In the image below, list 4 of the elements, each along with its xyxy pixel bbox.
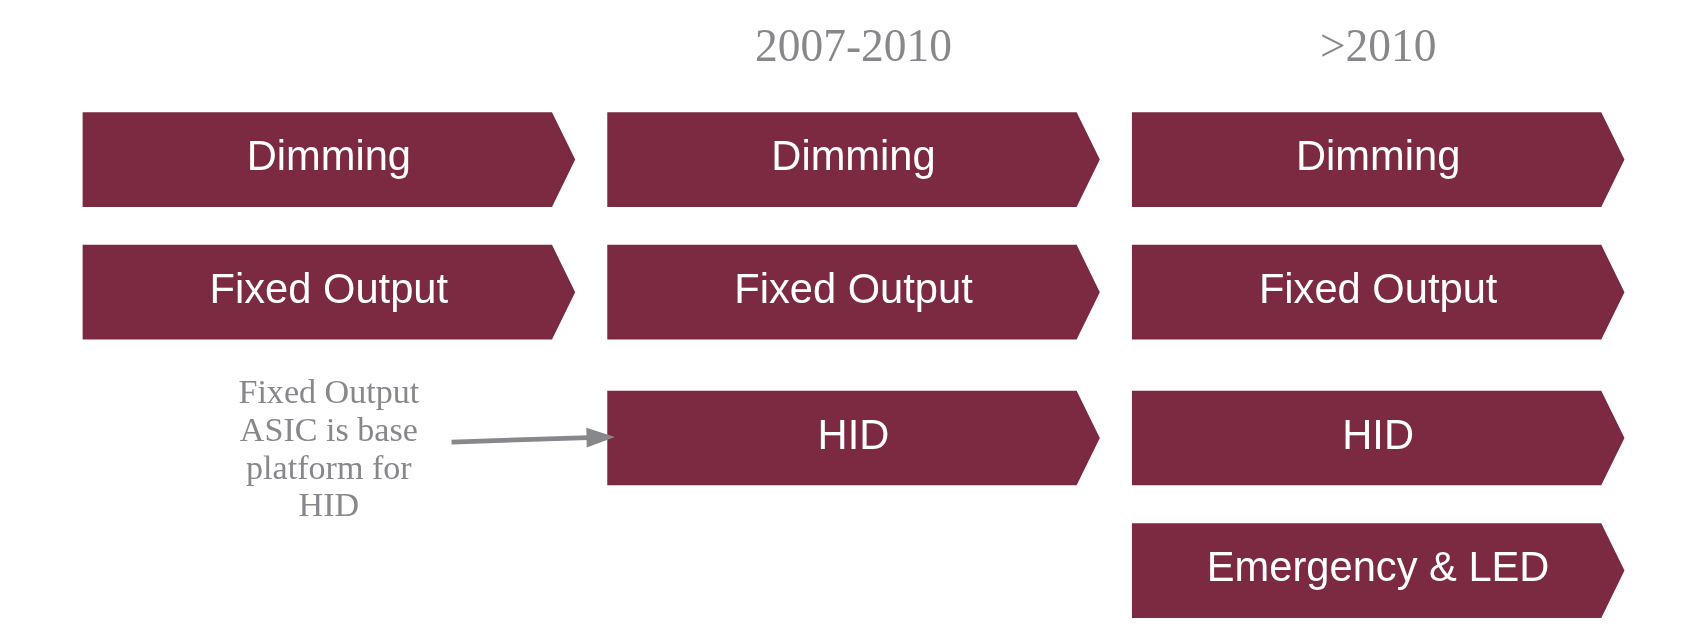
node-text: Fixed Output ASIC is base platform for HID — [237, 372, 419, 524]
label: 2007-2010 — [754, 20, 952, 72]
label: >2010 — [1319, 20, 1436, 72]
arrow — [450, 427, 615, 448]
